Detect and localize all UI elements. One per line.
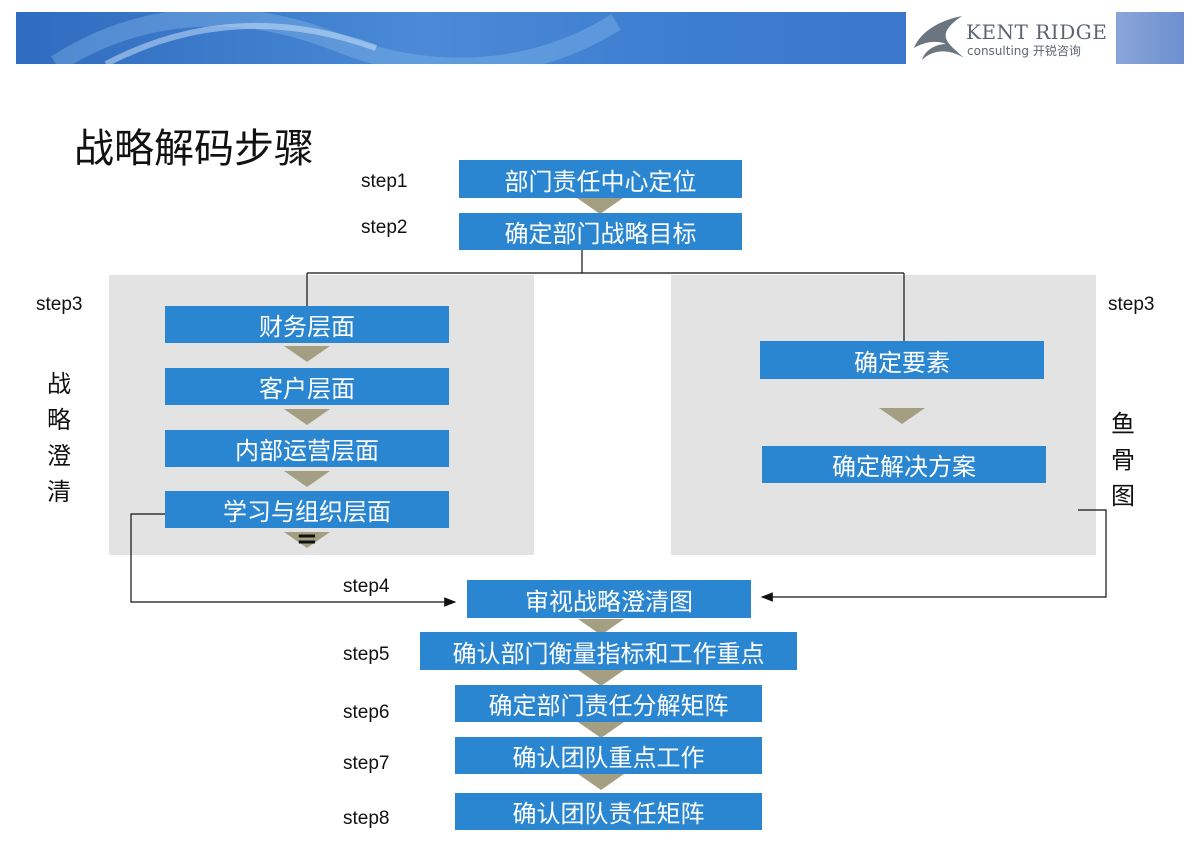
side-label-char: 图 [1111, 482, 1135, 510]
flow-arrow-icon [879, 408, 925, 424]
side-label-strategy-clarification: 战 略 澄 清 [44, 366, 74, 510]
box-learning-organization-level: 学习与组织层面 [165, 491, 449, 528]
flow-arrow-icon [284, 532, 330, 548]
flow-arrow-icon [577, 198, 623, 214]
box-customer-level: 客户层面 [165, 368, 449, 405]
side-label-char: 鱼 [1111, 410, 1135, 438]
box-internal-operations-level: 内部运营层面 [165, 430, 449, 467]
box-department-strategic-goals: 确定部门战略目标 [459, 213, 742, 250]
step-label-3-right: step3 [1108, 294, 1155, 315]
logo-subtitle: consulting 开锐咨询 [967, 44, 1081, 58]
step-label-5: step5 [343, 644, 390, 665]
page-title: 战略解码步骤 [74, 126, 314, 172]
flow-arrow-icon [578, 619, 624, 635]
box-review-strategy-map: 审视战略澄清图 [467, 580, 751, 618]
side-label-fishbone: 鱼 骨 图 [1108, 406, 1138, 514]
step-label-7: step7 [343, 753, 390, 774]
step-label-4: step4 [343, 576, 390, 597]
box-team-key-work: 确认团队重点工作 [455, 737, 762, 774]
equals-sign: = [296, 524, 318, 554]
step-label-3-left: step3 [36, 294, 83, 315]
side-label-char: 略 [47, 406, 71, 434]
flow-arrow-icon [578, 670, 624, 686]
banner-swirl-decoration [51, 12, 621, 64]
step-label-1: step1 [361, 171, 408, 192]
flow-arrow-icon [578, 722, 624, 738]
box-determine-elements: 确定要素 [760, 341, 1044, 379]
box-team-responsibility-matrix: 确认团队责任矩阵 [455, 793, 762, 830]
side-label-char: 澄 [47, 442, 71, 470]
side-label-char: 骨 [1111, 446, 1135, 474]
step-label-2: step2 [361, 217, 408, 238]
side-label-char: 清 [47, 478, 71, 506]
banner-end-block [1116, 12, 1184, 64]
box-department-responsibility-matrix: 确定部门责任分解矩阵 [455, 685, 762, 722]
box-confirm-kpis-and-priorities: 确认部门衡量指标和工作重点 [420, 632, 797, 670]
flow-arrow-icon [284, 346, 330, 362]
kent-ridge-logo-icon [914, 16, 964, 60]
flow-arrow-icon [578, 774, 624, 790]
step-label-8: step8 [343, 808, 390, 829]
logo-name: KENT RIDGE [966, 20, 1108, 44]
box-finance-level: 财务层面 [165, 306, 449, 343]
box-department-responsibility-center: 部门责任中心定位 [459, 160, 742, 198]
step-label-6: step6 [343, 702, 390, 723]
flow-arrow-icon [284, 409, 330, 425]
side-label-char: 战 [47, 370, 71, 398]
box-determine-solution: 确定解决方案 [762, 446, 1046, 483]
flow-arrow-icon [284, 471, 330, 487]
